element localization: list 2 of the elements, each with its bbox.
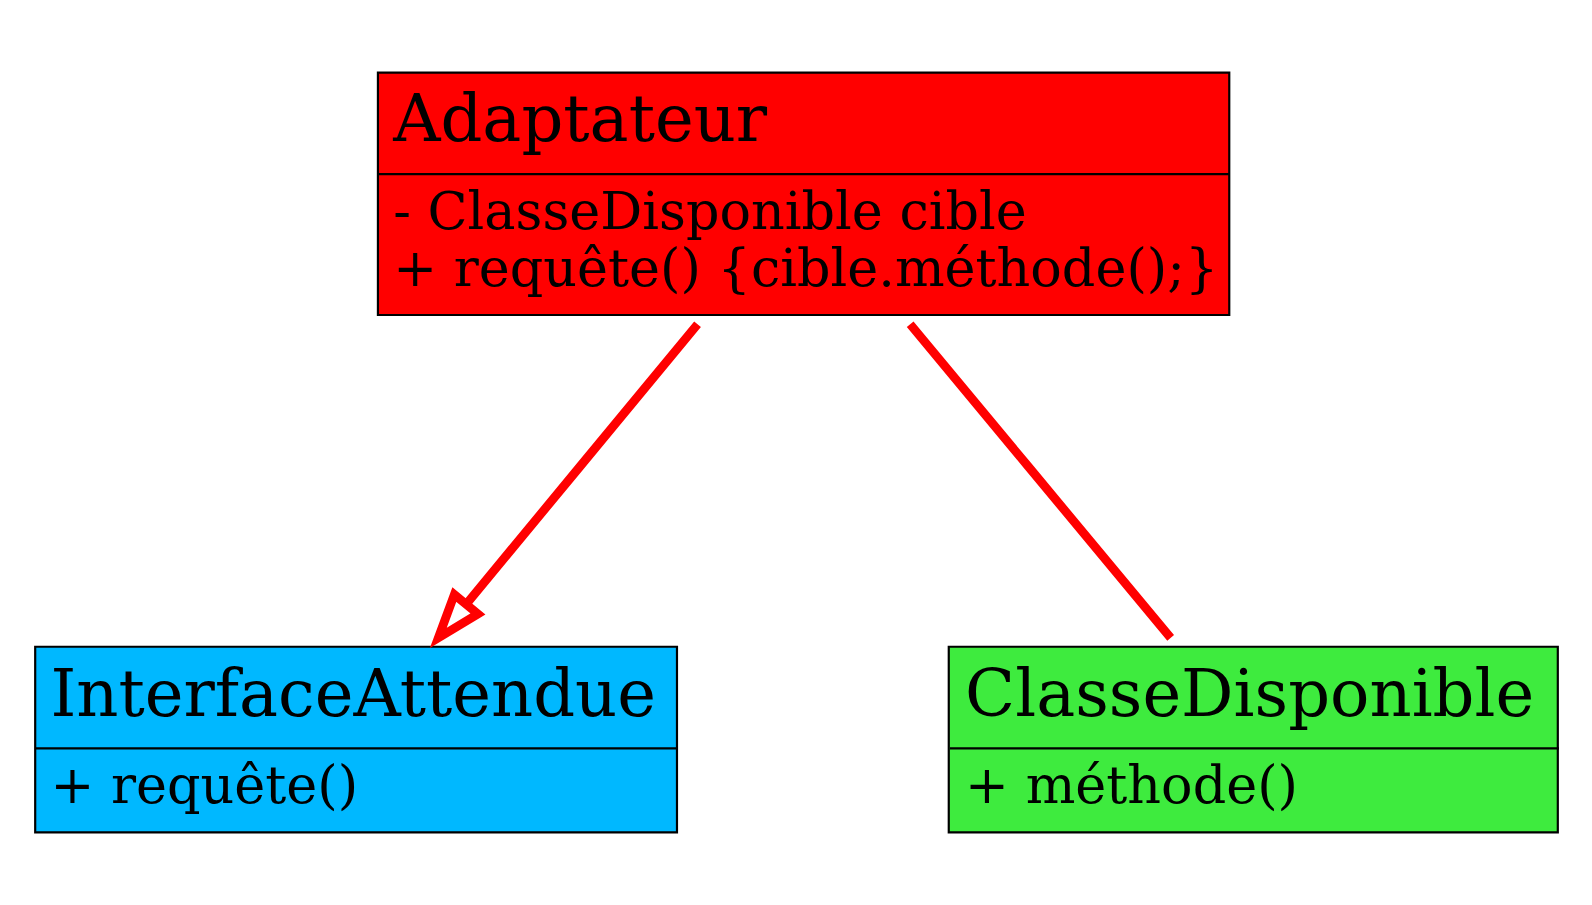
arrow bbox=[429, 321, 701, 649]
connector bbox=[906, 321, 1174, 641]
